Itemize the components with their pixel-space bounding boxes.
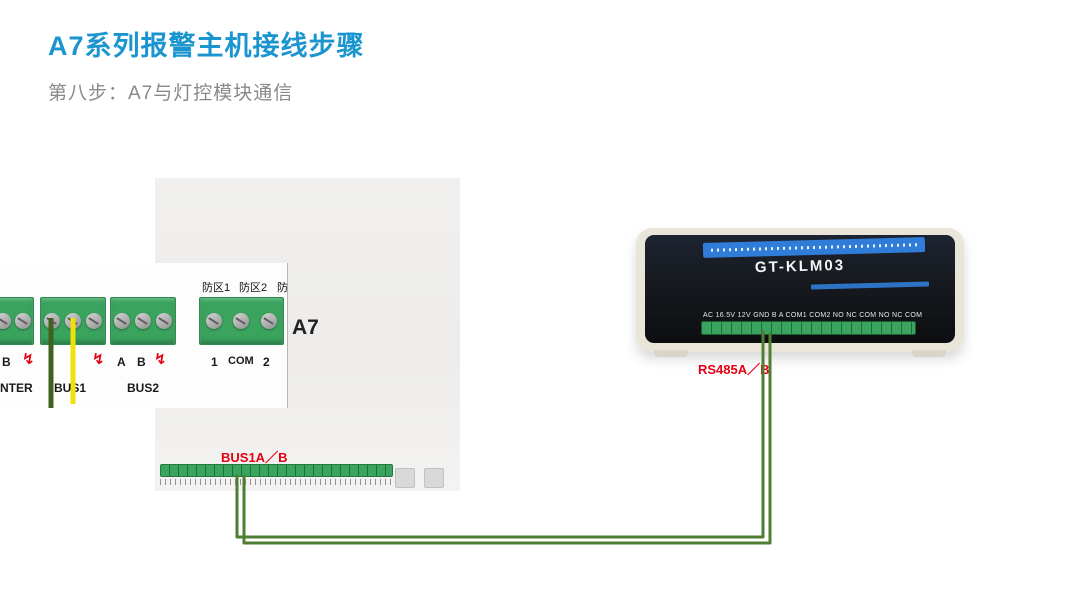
zone-pin-1: 1	[211, 355, 218, 369]
terminal-screw	[205, 313, 222, 329]
terminal-label-a: A	[117, 355, 126, 369]
zone-pin-com: COM	[228, 355, 254, 367]
terminal-screw	[0, 313, 11, 329]
terminal-screw	[261, 313, 278, 329]
terminal-block-bus2	[110, 297, 176, 345]
bus-terminal-strip	[160, 464, 393, 486]
gt-klm03-module: GT-KLM03 AC 16.5V 12V GND B A COM1 COM2 …	[636, 228, 964, 357]
module-model-label: GT-KLM03	[754, 256, 846, 277]
zone3-label-clipped: 防	[277, 282, 288, 294]
zone2-label: 防区2	[239, 282, 268, 294]
module-terminal-labels: AC 16.5V 12V GND B A COM1 COM2 NO NC COM…	[703, 312, 923, 319]
hazard-icon: ↯	[92, 351, 105, 368]
terminal-screw	[15, 313, 31, 329]
terminal-screw	[43, 313, 60, 329]
board-button	[395, 468, 415, 488]
terminal-label-b: B	[2, 355, 11, 369]
terminal-screw	[134, 313, 151, 329]
rs485-label: RS485A／B	[698, 362, 770, 377]
board-model-label: A7	[292, 316, 319, 339]
hazard-icon: ↯	[154, 351, 167, 368]
module-sticker-line	[810, 281, 930, 290]
terminal-block-zone	[199, 297, 284, 345]
page-subtitle: 第八步：A7与灯控模块通信	[48, 83, 294, 104]
terminal-label-bus1: BUS1	[54, 381, 87, 395]
terminal-screw	[156, 313, 173, 329]
hazard-icon: ↯	[22, 351, 35, 368]
zone1-label: 防区1	[202, 282, 231, 294]
terminal-block-bus1	[40, 297, 106, 345]
terminal-block-left	[0, 297, 34, 345]
module-foot	[654, 350, 688, 357]
zone-pin-2: 2	[263, 355, 270, 369]
terminal-label-b: B	[137, 355, 146, 369]
board-button	[424, 468, 444, 488]
terminal-screw	[86, 313, 103, 329]
terminal-screw	[233, 313, 250, 329]
bus-terminal-tick-labels	[160, 479, 393, 485]
page-title: A7系列报警主机接线步骤	[48, 31, 365, 61]
module-terminal-connector	[701, 321, 916, 335]
terminal-closeup: 防区1 防区2 防 B ↯ ↯ A B ↯ 1 COM 2 NTE	[0, 263, 288, 408]
terminal-label-nter: NTER	[0, 381, 33, 395]
terminal-screw	[113, 313, 130, 329]
module-foot	[912, 350, 946, 357]
terminal-screw	[64, 313, 81, 329]
terminal-label-bus2: BUS2	[127, 381, 160, 395]
module-front-panel: GT-KLM03 AC 16.5V 12V GND B A COM1 COM2 …	[645, 235, 955, 343]
bus-terminal-connector	[160, 464, 393, 477]
